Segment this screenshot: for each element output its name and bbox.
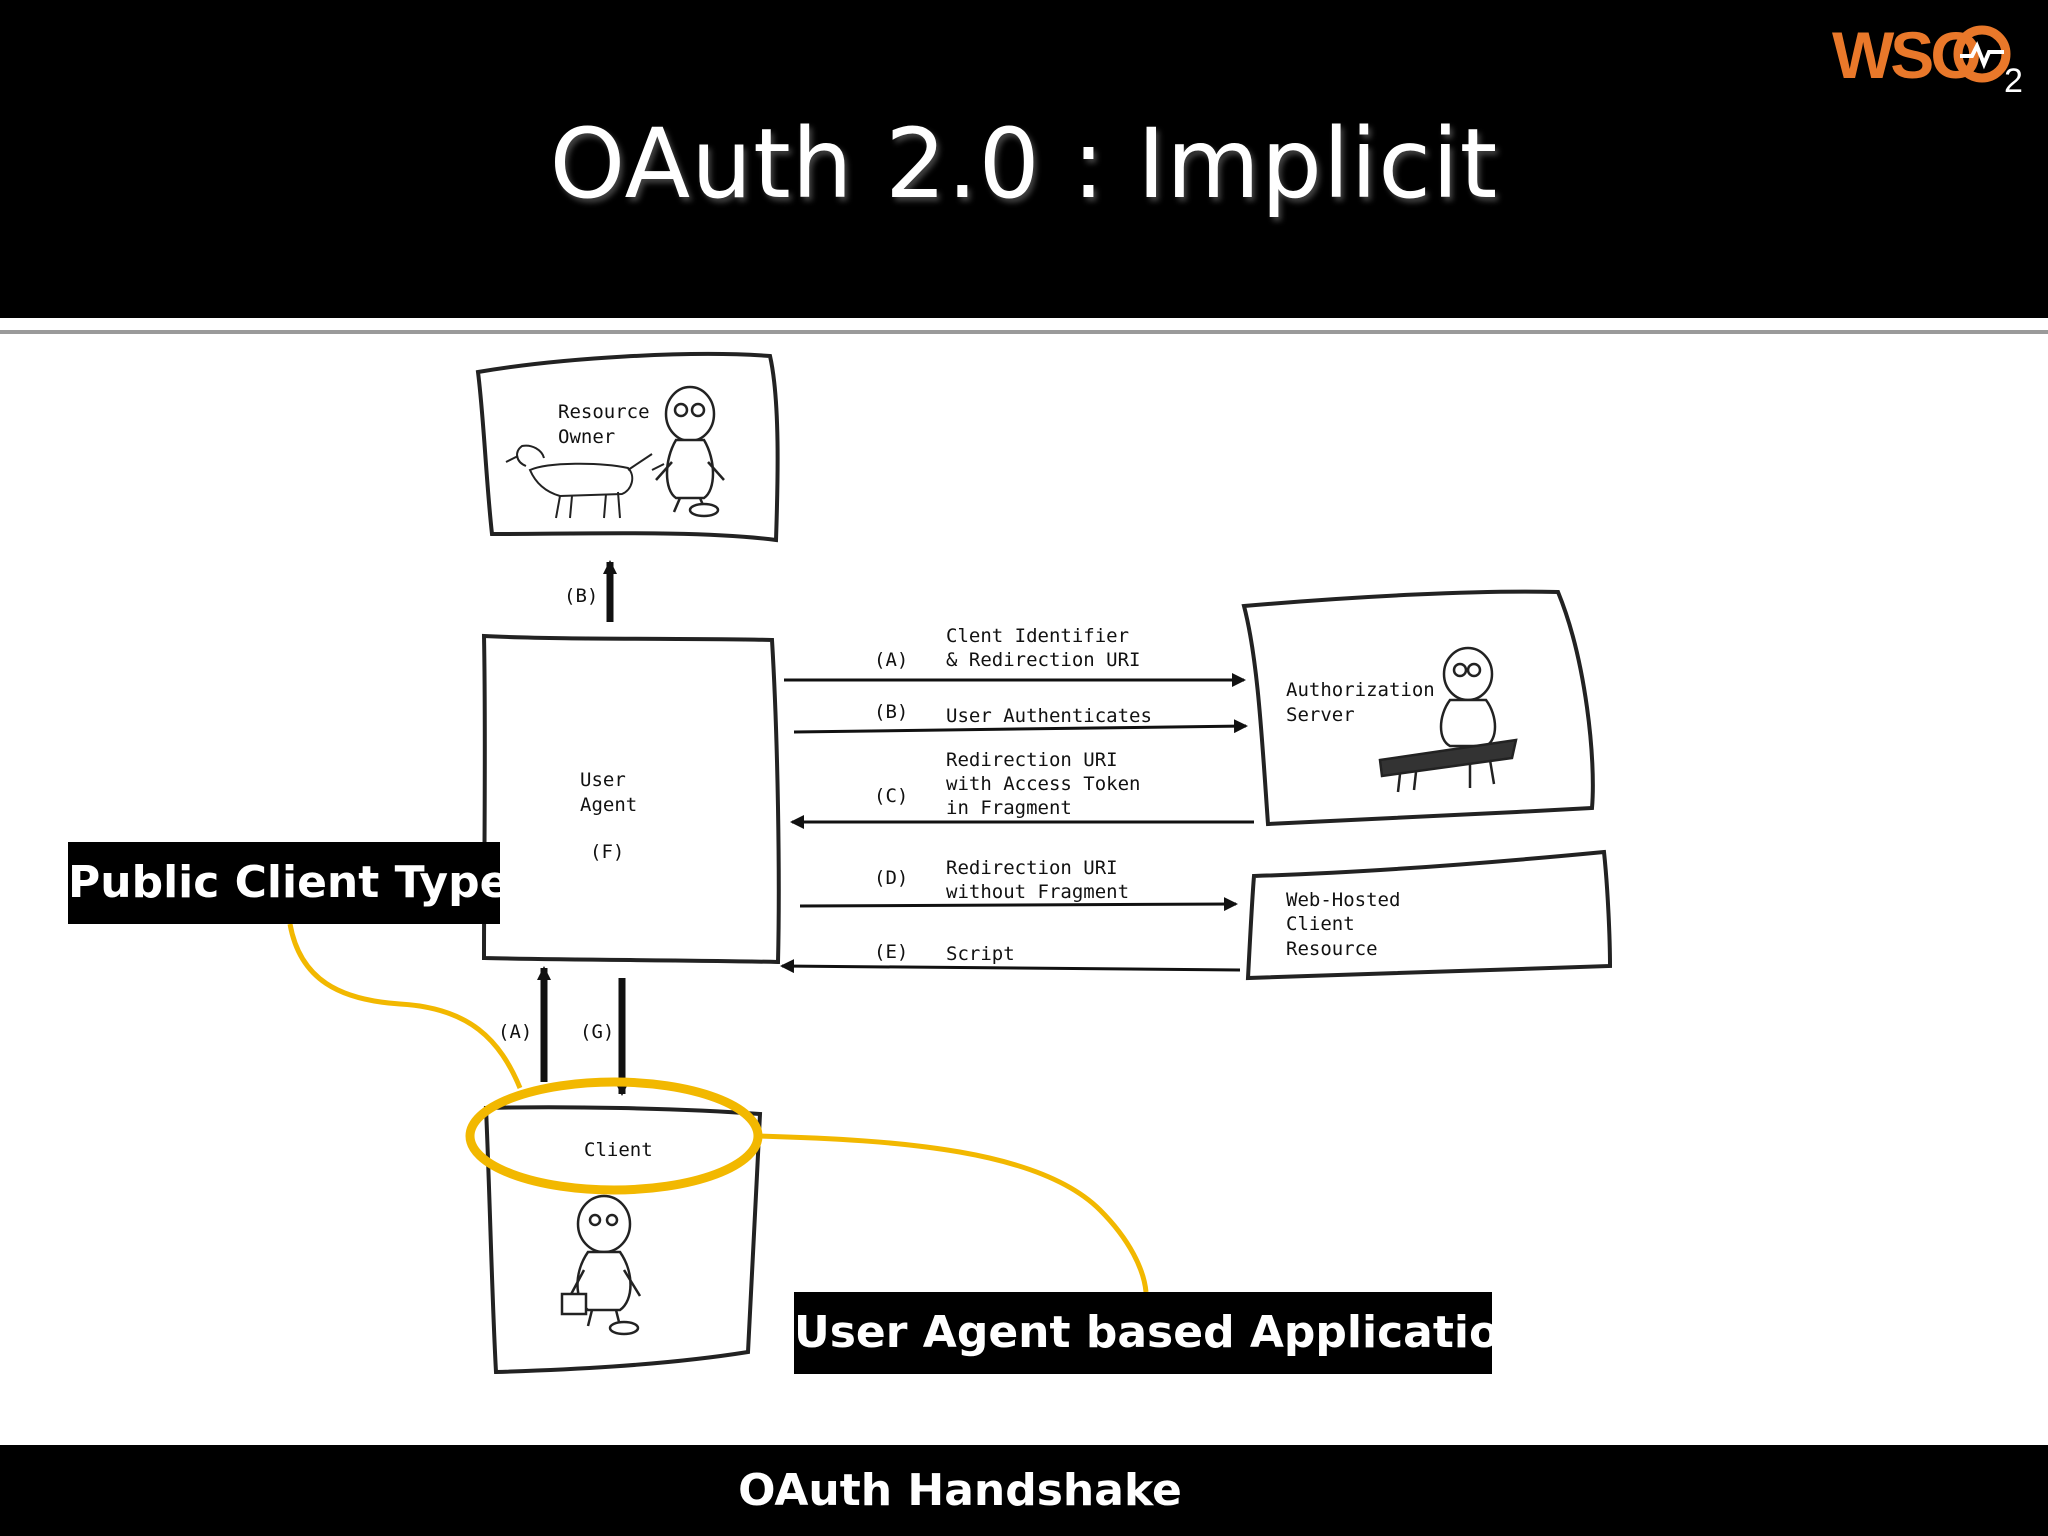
step-c-text-3: in Fragment <box>946 797 1072 819</box>
step-d-label: (D) <box>874 867 908 889</box>
step-a-text-2: & Redirection URI <box>946 649 1140 671</box>
step-a-label: (A) <box>874 649 908 671</box>
web-hosted-resource-box: Web-Hosted Client Resource <box>1245 849 1613 981</box>
web-hosted-label-1: Web-Hosted <box>1286 889 1400 911</box>
step-d-text-2: without Fragment <box>946 881 1129 903</box>
public-client-type-callout: Public Client Type <box>68 842 509 924</box>
web-hosted-label-3: Resource <box>1286 938 1378 960</box>
server-person-icon <box>1378 646 1518 793</box>
client-label: Client <box>584 1139 653 1161</box>
auth-server-label-1: Authorization <box>1286 679 1435 701</box>
authorization-server-box: Authorization Server <box>1241 589 1595 827</box>
web-hosted-label-2: Client <box>1286 913 1355 935</box>
step-a-text-1: Clent Identifier <box>946 625 1129 647</box>
step-client-a-label: (A) <box>498 1021 532 1043</box>
step-e-text: Script <box>946 943 1015 965</box>
step-b-up-label: (B) <box>564 585 598 607</box>
logo-o-icon <box>1953 25 2011 83</box>
step-client-g-label: (G) <box>580 1021 614 1043</box>
wso2-logo-graphic: WSO 2 <box>1832 18 2023 100</box>
arrow-c: (C) Redirection URI with Access Token in… <box>790 749 1254 829</box>
footer-text: OAuth Handshake <box>738 1465 1182 1516</box>
public-client-connector <box>287 923 523 1089</box>
person-icon <box>655 385 725 518</box>
step-c-text-1: Redirection URI <box>946 749 1118 771</box>
resource-owner-box: Resource Owner <box>475 351 780 543</box>
dog-icon <box>505 444 665 519</box>
wso2-logo: WSO 2 <box>1832 16 2032 100</box>
auth-server-label-2: Server <box>1286 704 1355 726</box>
header-divider-shadow <box>0 330 2048 334</box>
client-box: Client <box>483 1105 763 1375</box>
step-b-text: User Authenticates <box>946 705 1152 727</box>
header-divider <box>0 318 2048 328</box>
arrow-d: (D) Redirection URI without Fragment <box>799 857 1238 912</box>
user-agent-label-2: Agent <box>580 794 637 816</box>
user-agent-label-1: User <box>580 769 626 791</box>
arrow-a: (A) Clent Identifier & Redirection URI <box>784 625 1246 687</box>
user-agent-app-connector <box>757 1133 1149 1293</box>
client-person-icon <box>560 1194 642 1336</box>
slide-title: OAuth 2.0 : Implicit <box>549 108 1499 220</box>
step-c-label: (C) <box>874 785 908 807</box>
footer-bar: OAuth Handshake <box>0 1445 2048 1536</box>
arrow-b: (B) User Authenticates <box>793 701 1248 734</box>
step-d-text-1: Redirection URI <box>946 857 1118 879</box>
arrow-client-g: (G) <box>580 978 629 1096</box>
logo-subscript: 2 <box>2004 62 2023 96</box>
arrow-b-up: (B) <box>564 560 617 622</box>
resource-owner-label-2: Owner <box>558 426 615 448</box>
resource-owner-label-1: Resource <box>558 401 650 423</box>
user-agent-box: User Agent (F) <box>481 633 781 965</box>
user-agent-app-callout: User Agent based Application <box>794 1292 1531 1374</box>
logo-pulse-icon <box>1960 41 2004 70</box>
arrow-e: (E) Script <box>780 941 1241 974</box>
step-e-label: (E) <box>874 941 908 963</box>
client-highlight <box>287 923 1149 1293</box>
arrow-client-a: (A) <box>498 966 551 1082</box>
user-agent-step-f: (F) <box>590 841 624 863</box>
step-b-label: (B) <box>874 701 908 723</box>
title-bar: OAuth 2.0 : Implicit WSO 2 <box>0 0 2048 318</box>
step-c-text-2: with Access Token <box>946 773 1140 795</box>
